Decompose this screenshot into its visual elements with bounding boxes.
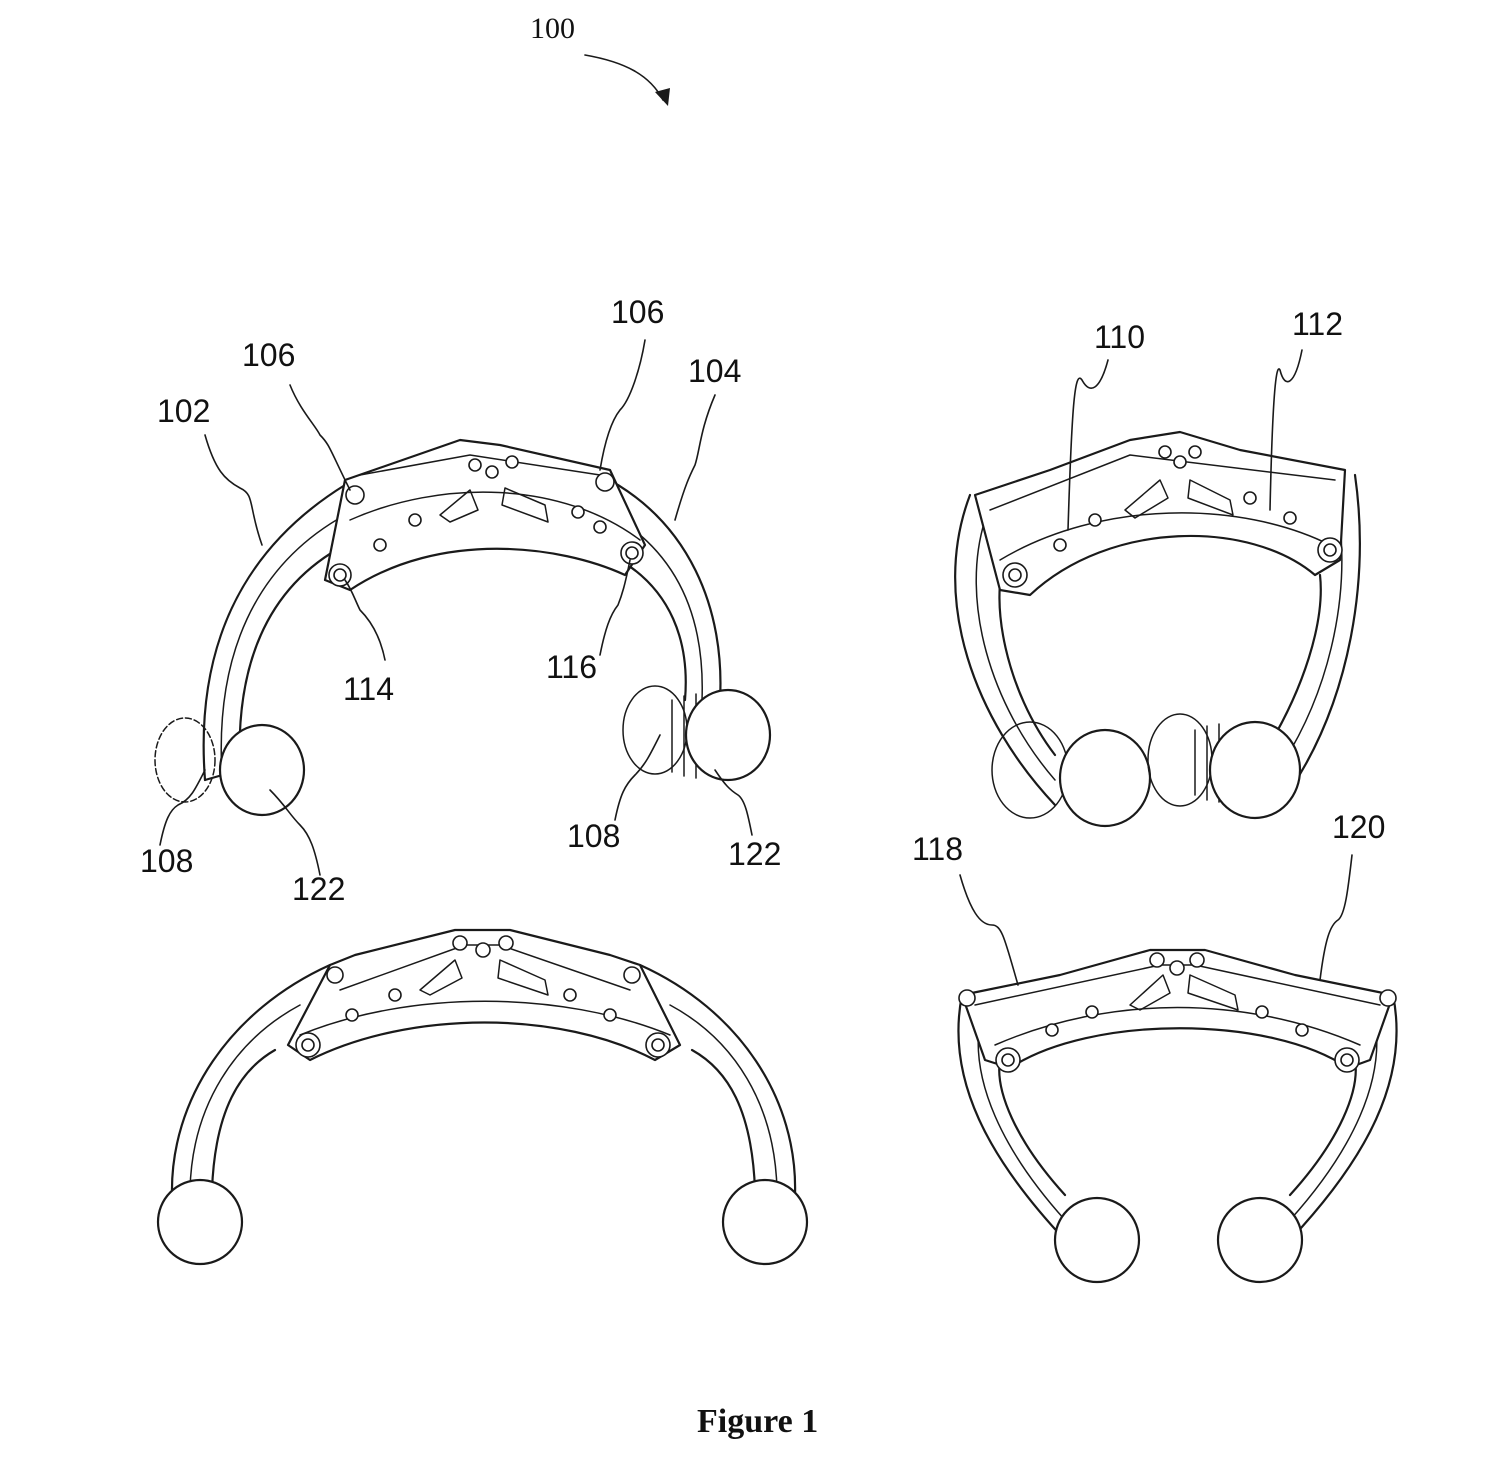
assembly-arrowhead (655, 88, 670, 106)
ball-122-left (218, 723, 306, 817)
lead-lines-top-left (159, 339, 753, 876)
label-104: 104 (688, 353, 741, 389)
assembly-ref-arrow (584, 54, 664, 101)
assembly-reference: 100 (530, 12, 670, 106)
end-balls-top-left (154, 685, 772, 817)
lead-lines-bottom-right (959, 854, 1353, 986)
labels-top-right: 110 112 (1094, 306, 1343, 355)
label-116: 116 (546, 649, 597, 685)
ball-122-right (684, 688, 772, 782)
view-top-right: 110 112 (954, 306, 1361, 828)
view-bottom-left (156, 928, 809, 1266)
right-arm-bl (638, 963, 797, 1197)
ball-tr-left (1058, 728, 1152, 828)
label-122-right: 122 (728, 836, 781, 872)
label-114: 114 (343, 671, 394, 707)
label-108-left: 108 (140, 843, 193, 879)
rear-pad-right (622, 685, 688, 775)
ball-bl-left (156, 1178, 244, 1266)
end-balls-top-right (991, 713, 1302, 828)
label-112: 112 (1292, 306, 1343, 342)
lead-lines-top-right (1067, 349, 1303, 531)
ball-br-left (1053, 1196, 1141, 1284)
view-top-left: 102 106 106 104 114 116 108 122 108 122 (140, 294, 781, 907)
labels-top-left: 102 106 106 104 114 116 108 122 108 122 (140, 294, 781, 907)
figure-caption: Figure 1 (697, 1403, 818, 1440)
label-122-left: 122 (292, 871, 345, 907)
ball-br-right (1216, 1196, 1304, 1284)
rear-pad-left (154, 717, 216, 803)
assembly-ref-number: 100 (530, 12, 575, 45)
label-108-right: 108 (567, 818, 620, 854)
ball-bl-right (721, 1178, 809, 1266)
ball-tr-right (1208, 720, 1302, 820)
hinge-plate-br (958, 948, 1397, 1073)
view-bottom-right: 118 120 (912, 809, 1398, 1284)
hinge-plate (323, 438, 647, 592)
label-120: 120 (1332, 809, 1385, 845)
label-102: 102 (157, 393, 210, 429)
rear-pad-tr-left (991, 721, 1069, 819)
labels-bottom-right: 118 120 (912, 809, 1385, 867)
rear-pad-tr-right (1147, 713, 1213, 807)
label-106-right: 106 (611, 294, 664, 330)
hinge-plate-bl (286, 928, 682, 1062)
label-110: 110 (1094, 319, 1145, 355)
left-arm-bl (170, 963, 332, 1197)
hinge-plate-top-right (973, 430, 1347, 597)
label-118: 118 (912, 831, 963, 867)
label-106-left: 106 (242, 337, 295, 373)
